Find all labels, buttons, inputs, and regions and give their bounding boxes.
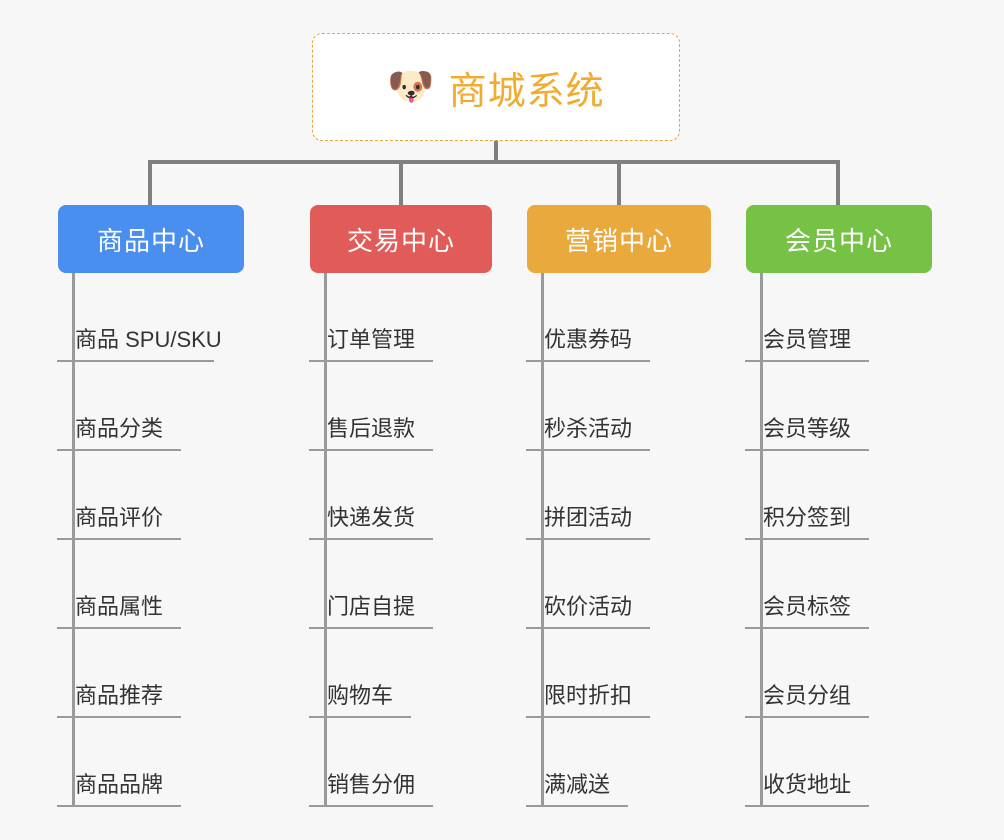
leaf-item[interactable]: 秒杀活动 (526, 362, 711, 451)
root-title: 商城系统 (448, 70, 605, 113)
leaf-item[interactable]: 限时折扣 (526, 629, 711, 718)
leaf-label: 会员标签 (745, 589, 870, 629)
leaf-label: 砍价活动 (526, 589, 651, 629)
leaf-item[interactable]: 门店自提 (309, 540, 492, 629)
leaf-item[interactable]: 商品分类 (57, 362, 244, 451)
leaf-list-0: 商品 SPU/SKU 商品分类商品评价商品属性商品推荐商品品牌 (57, 273, 244, 807)
leaf-label: 售后退款 (309, 411, 434, 451)
category-box-2[interactable]: 营销中心 (527, 205, 711, 273)
leaf-label: 会员等级 (745, 411, 870, 451)
leaf-label: 商品属性 (57, 589, 182, 629)
leaf-item[interactable]: 砍价活动 (526, 540, 711, 629)
leaf-item[interactable]: 会员标签 (745, 540, 932, 629)
leaf-label: 商品分类 (57, 411, 182, 451)
leaf-list-1: 订单管理售后退款快递发货门店自提购物车销售分佣 (309, 273, 492, 807)
category-title: 营销中心 (564, 225, 673, 256)
leaf-item[interactable]: 商品品牌 (57, 718, 244, 807)
category-column-3: 会员中心会员管理会员等级积分签到会员标签会员分组收货地址 (745, 205, 932, 807)
connector-bar (148, 160, 840, 164)
leaf-list-3: 会员管理会员等级积分签到会员标签会员分组收货地址 (745, 273, 932, 807)
leaf-label: 限时折扣 (526, 678, 651, 718)
category-column-0: 商品中心商品 SPU/SKU 商品分类商品评价商品属性商品推荐商品品牌 (57, 205, 244, 807)
leaf-item[interactable]: 满减送 (526, 718, 711, 807)
connector-drop-1 (399, 160, 403, 205)
leaf-label: 会员分组 (745, 678, 870, 718)
leaf-label: 积分签到 (745, 500, 870, 540)
category-title: 交易中心 (346, 225, 455, 256)
leaf-label: 优惠券码 (526, 322, 651, 362)
leaf-item[interactable]: 售后退款 (309, 362, 492, 451)
leaf-item[interactable]: 购物车 (309, 629, 492, 718)
leaf-item[interactable]: 收货地址 (745, 718, 932, 807)
leaf-item[interactable]: 会员等级 (745, 362, 932, 451)
root-node[interactable]: 🐶 商城系统 (312, 33, 680, 141)
leaf-item[interactable]: 商品 SPU/SKU (57, 273, 244, 362)
leaf-item[interactable]: 积分签到 (745, 451, 932, 540)
shiba-dog-face-icon: 🐶 (387, 66, 435, 108)
category-column-1: 交易中心订单管理售后退款快递发货门店自提购物车销售分佣 (309, 205, 492, 807)
leaf-item[interactable]: 拼团活动 (526, 451, 711, 540)
leaf-item[interactable]: 优惠券码 (526, 273, 711, 362)
leaf-item[interactable]: 商品推荐 (57, 629, 244, 718)
leaf-label: 销售分佣 (309, 767, 434, 807)
connector-drop-2 (617, 160, 621, 205)
category-box-0[interactable]: 商品中心 (58, 205, 244, 273)
leaf-item[interactable]: 商品评价 (57, 451, 244, 540)
leaf-label: 满减送 (526, 767, 629, 807)
leaf-label: 收货地址 (745, 767, 870, 807)
leaf-item[interactable]: 商品属性 (57, 540, 244, 629)
category-box-3[interactable]: 会员中心 (746, 205, 932, 273)
leaf-label: 商品 SPU/SKU (57, 322, 222, 362)
leaf-item[interactable]: 销售分佣 (309, 718, 492, 807)
leaf-label: 商品评价 (57, 500, 182, 540)
leaf-label: 会员管理 (745, 322, 870, 362)
connector-drop-3 (836, 160, 840, 205)
leaf-item[interactable]: 会员管理 (745, 273, 932, 362)
category-title: 商品中心 (96, 225, 205, 256)
leaf-item[interactable]: 会员分组 (745, 629, 932, 718)
category-column-2: 营销中心优惠券码秒杀活动拼团活动砍价活动限时折扣满减送 (526, 205, 711, 807)
leaf-item[interactable]: 订单管理 (309, 273, 492, 362)
connector-stem (494, 141, 498, 163)
connector-drop-0 (148, 160, 152, 205)
leaf-label: 商品推荐 (57, 678, 182, 718)
category-box-1[interactable]: 交易中心 (310, 205, 492, 273)
leaf-label: 商品品牌 (57, 767, 182, 807)
leaf-list-2: 优惠券码秒杀活动拼团活动砍价活动限时折扣满减送 (526, 273, 711, 807)
leaf-label: 订单管理 (309, 322, 434, 362)
leaf-label: 门店自提 (309, 589, 434, 629)
leaf-label: 快递发货 (309, 500, 434, 540)
leaf-item[interactable]: 快递发货 (309, 451, 492, 540)
leaf-label: 秒杀活动 (526, 411, 651, 451)
category-title: 会员中心 (784, 225, 893, 256)
leaf-label: 拼团活动 (526, 500, 651, 540)
leaf-label: 购物车 (309, 678, 412, 718)
